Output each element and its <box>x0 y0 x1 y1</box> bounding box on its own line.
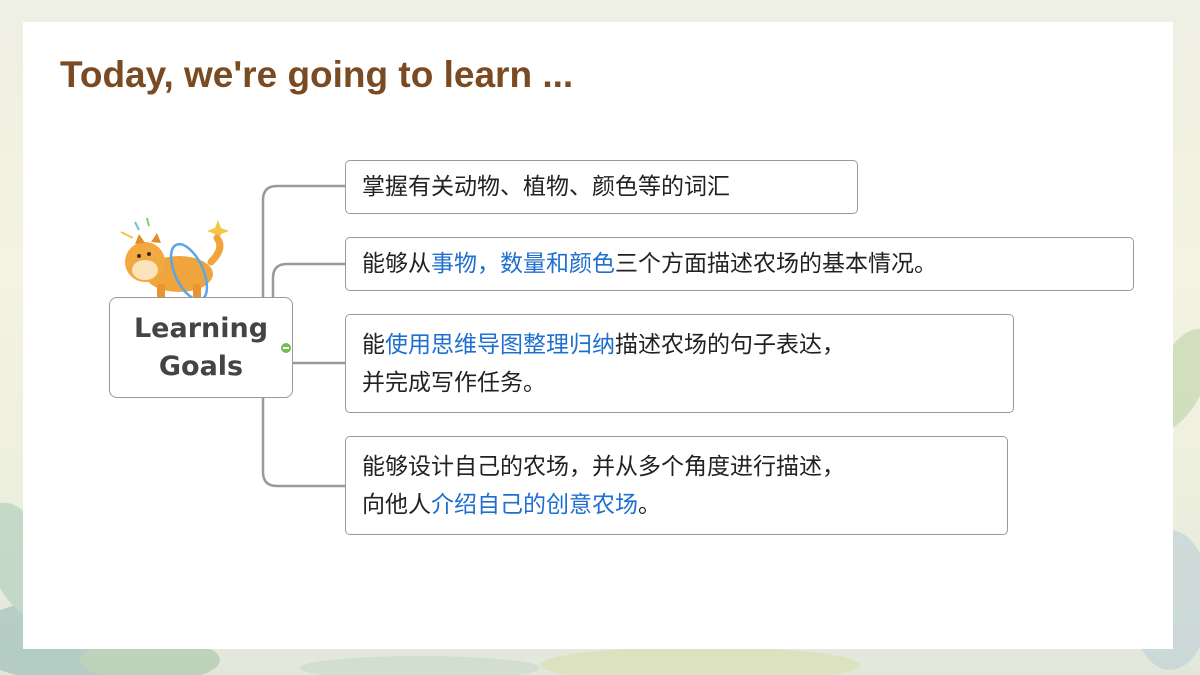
central-topic-learning-goals[interactable]: Learning Goals <box>109 297 293 398</box>
branch-text-segment: 能 <box>362 331 385 358</box>
stretching-dog-icon <box>120 217 229 306</box>
branch-node-line: 向他人介绍自己的创意农场。 <box>362 486 991 524</box>
branch-text-highlight: 事物，数量和颜色 <box>431 251 615 277</box>
branch-text-segment: 向他人 <box>362 491 431 518</box>
branch-text-segment: 并完成写作任务。 <box>362 369 546 396</box>
branch-text-segment: 。 <box>638 491 661 518</box>
branch-node-line: 掌握有关动物、植物、颜色等的词汇 <box>362 168 841 206</box>
branch-text-highlight: 介绍自己的创意农场 <box>431 491 638 518</box>
branch-node-describe-farm[interactable]: 能够从事物，数量和颜色三个方面描述农场的基本情况。 <box>345 237 1134 291</box>
branch-node-line: 能够设计自己的农场，并从多个角度进行描述， <box>362 448 991 486</box>
branch-node-line: 并完成写作任务。 <box>362 364 997 402</box>
branch-node-mind-map-writing[interactable]: 能使用思维导图整理归纳描述农场的句子表达， 并完成写作任务。 <box>345 314 1014 413</box>
branch-text-segment: 能够从 <box>362 251 431 277</box>
branch-text-segment: 能够设计自己的农场，并从多个角度进行描述， <box>362 453 845 480</box>
slide-title: Today, we're going to learn ... <box>60 54 574 95</box>
connector-branch-1 <box>261 184 345 297</box>
branch-text-segment: 描述农场的句子表达， <box>615 331 845 358</box>
central-topic-line-2: Goals <box>158 350 244 382</box>
collapse-minus-icon[interactable] <box>280 342 292 354</box>
branch-node-vocabulary[interactable]: 掌握有关动物、植物、颜色等的词汇 <box>345 160 858 214</box>
branch-text-segment: 三个方面描述农场的基本情况。 <box>615 251 937 277</box>
slide-card: Today, we're going to learn ... Learning… <box>23 22 1173 649</box>
central-topic-line-1: Learning <box>133 312 269 344</box>
connector-branch-4 <box>261 398 345 488</box>
branch-node-line: 能够从事物，数量和颜色三个方面描述农场的基本情况。 <box>362 245 1117 283</box>
connector-branch-2 <box>271 262 345 297</box>
branch-text-segment: 掌握有关动物、植物、颜色等的词汇 <box>362 174 730 200</box>
branch-node-line: 能使用思维导图整理归纳描述农场的句子表达， <box>362 326 997 364</box>
branch-node-design-farm[interactable]: 能够设计自己的农场，并从多个角度进行描述， 向他人介绍自己的创意农场。 <box>345 436 1008 535</box>
mindmap-connectors <box>261 184 345 488</box>
branch-text-highlight: 使用思维导图整理归纳 <box>385 331 615 358</box>
